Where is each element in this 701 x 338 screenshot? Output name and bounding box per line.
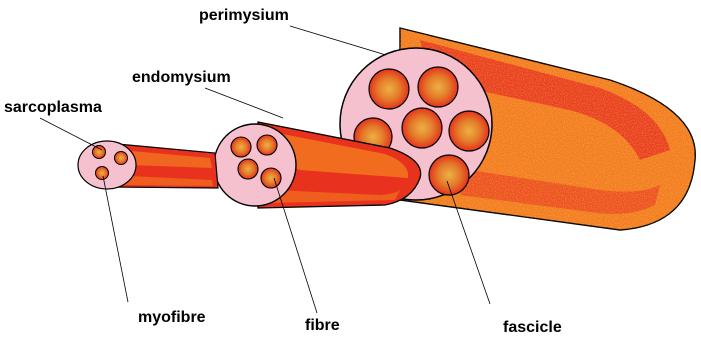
fascicle-fibre: [429, 155, 469, 195]
label-perimysium: perimysium: [199, 8, 289, 24]
label-endomysium: endomysium: [132, 70, 231, 86]
fibre-myofibril: [231, 137, 251, 157]
myofibre-filament: [93, 146, 106, 159]
leader-sarcoplasma: [40, 118, 102, 150]
fibre-myofibril: [261, 168, 281, 188]
label-sarcoplasma: sarcoplasma: [4, 100, 102, 116]
myofibre-filament: [115, 152, 128, 165]
leader-myofibre: [103, 176, 128, 302]
label-fibre: fibre: [305, 318, 340, 334]
fibre-myofibril: [257, 135, 277, 155]
myofibre-filament: [96, 167, 109, 180]
fascicle-fibre: [449, 111, 489, 151]
fascicle-fibre: [402, 108, 442, 148]
label-fascicle: fascicle: [503, 320, 562, 336]
leader-perimysium: [290, 26, 386, 55]
fibre-myofibril: [238, 159, 258, 179]
fascicle-fibre: [369, 69, 409, 109]
fascicle-fibre: [418, 67, 458, 107]
sarcoplasma-sheath: [78, 141, 136, 189]
leader-endomysium: [205, 88, 283, 118]
label-myofibre: myofibre: [138, 310, 206, 326]
